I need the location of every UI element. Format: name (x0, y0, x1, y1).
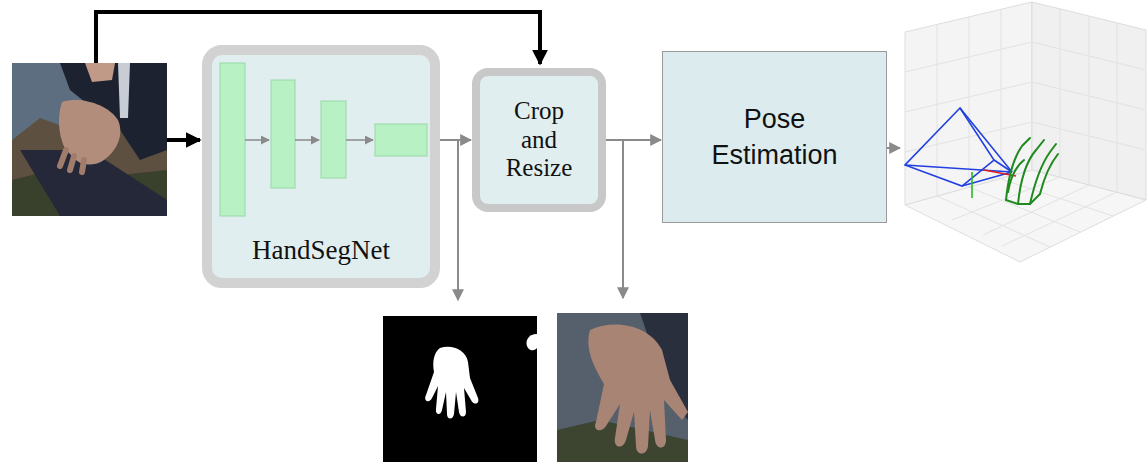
cropped-image (557, 313, 688, 462)
process-box: Pose Estimation (662, 51, 887, 223)
flow-arrow (606, 139, 661, 141)
flow-arrow (440, 139, 471, 141)
mask-image (383, 316, 537, 462)
process-box: Crop and Resize (472, 68, 606, 212)
box-label: Pose Estimation (700, 101, 849, 174)
input-arrow (167, 138, 200, 142)
pose-3d-plot (905, 2, 1146, 262)
network-layers (220, 63, 427, 216)
box-label: Crop and Resize (499, 97, 579, 183)
crop-arrow (622, 140, 624, 298)
output-arrow (887, 147, 900, 149)
mask-arrow (457, 140, 459, 300)
box-label: HandSegNet (252, 234, 390, 266)
network-fill (208, 51, 434, 282)
input-photo (12, 63, 167, 216)
network-box: HandSegNet (202, 45, 440, 288)
